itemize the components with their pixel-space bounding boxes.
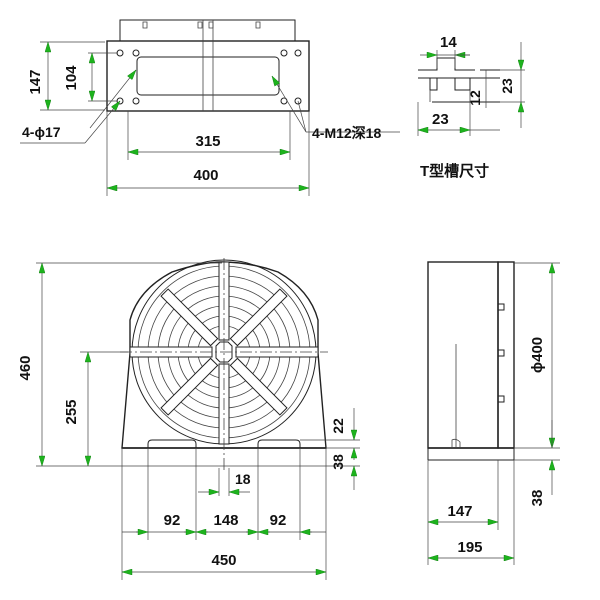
dim-14-label: 14 [440, 34, 457, 51]
side-view: ϕ400 38 147 195 [427, 261, 560, 565]
note-holes-label: 4-ϕ17 [22, 124, 61, 140]
dim-450-label: 450 [211, 552, 236, 569]
top-center-slot [136, 56, 280, 96]
top-view: 147 104 4-ϕ17 4-M12深18 315 400 [20, 19, 400, 196]
dim-147-side-label: 147 [447, 503, 472, 520]
top-base-plate [106, 40, 310, 112]
dim-104-label: 104 [63, 65, 80, 91]
t-slot-detail: 14 12 23 23 T型槽尺寸 [418, 34, 525, 180]
dim-147-label: 147 [27, 69, 44, 94]
top-back-flange [119, 19, 296, 42]
side-bracket [427, 261, 499, 449]
center-hub [215, 341, 233, 363]
top-holes [116, 49, 302, 105]
dim-92-left-label: 92 [164, 512, 181, 529]
dim-195-label: 195 [457, 539, 482, 556]
dim-38-front-label: 38 [330, 454, 346, 470]
side-face-plate [497, 261, 515, 449]
dim-38-side-label: 38 [529, 490, 546, 507]
dim-148-label: 148 [213, 512, 238, 529]
dim-400-label: 400 [193, 167, 218, 184]
dim-92-right-label: 92 [270, 512, 287, 529]
dim-dia400-label: ϕ400 [529, 337, 546, 373]
front-view: 460 255 22 38 18 92 [17, 258, 360, 580]
dim-12-label: 12 [467, 90, 483, 106]
dim-23-bottom-label: 23 [432, 111, 449, 128]
dim-255-label: 255 [63, 399, 80, 424]
note-threads-label: 4-M12深18 [312, 125, 381, 141]
dim-18-label: 18 [235, 471, 251, 487]
dim-22-label: 22 [330, 418, 346, 434]
dim-315-label: 315 [195, 133, 220, 150]
t-slot-caption: T型槽尺寸 [420, 162, 489, 180]
dim-460-label: 460 [17, 355, 34, 380]
dim-23-right-label: 23 [499, 78, 515, 94]
